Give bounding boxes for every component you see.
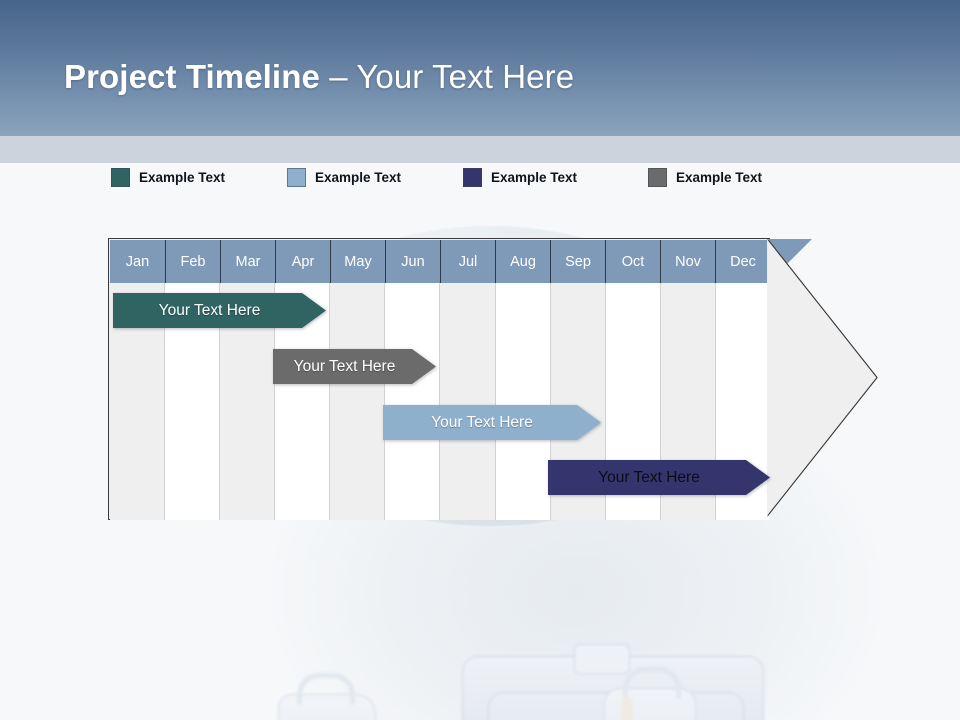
month-header-mar[interactable]: Mar <box>220 240 275 283</box>
task-bar-label: Your Text Here <box>158 301 261 319</box>
task-bar-shape <box>273 349 436 384</box>
legend-item-1[interactable]: Example Text <box>111 168 225 187</box>
legend-item-4[interactable]: Example Text <box>648 168 762 187</box>
task-bar-shape <box>383 405 601 440</box>
month-header-nov[interactable]: Nov <box>660 240 715 283</box>
month-column-jan <box>110 240 165 520</box>
task-bar-label: Your Text Here <box>293 357 396 375</box>
suitcase-latch <box>574 644 630 674</box>
month-column-mar <box>219 240 275 520</box>
month-header-jun[interactable]: Jun <box>385 240 440 283</box>
task-bar-2[interactable]: Your Text Here <box>273 349 436 384</box>
month-header-jul[interactable]: Jul <box>440 240 495 283</box>
legend-label: Example Text <box>676 170 763 185</box>
month-column-jul <box>439 240 495 520</box>
legend-swatch-icon <box>463 168 482 187</box>
bag-right <box>604 667 696 720</box>
legend-label: Example Text <box>315 170 402 185</box>
task-bar-label: Your Text Here <box>431 413 533 431</box>
month-header-oct[interactable]: Oct <box>605 240 660 283</box>
month-header-jan[interactable]: Jan <box>110 240 165 283</box>
month-header-aug[interactable]: Aug <box>495 240 550 283</box>
month-header-apr[interactable]: Apr <box>275 240 330 283</box>
bag-left <box>278 673 376 720</box>
task-bar-shape <box>548 460 770 495</box>
month-header-dec[interactable]: Dec <box>715 240 770 283</box>
page-title: Project Timeline – Your Text Here <box>64 58 574 96</box>
legend-swatch-icon <box>111 168 130 187</box>
legend-item-2[interactable]: Example Text <box>287 168 401 187</box>
month-header-feb[interactable]: Feb <box>165 240 220 283</box>
legend-swatch-icon <box>648 168 667 187</box>
header-accent-band <box>0 136 960 163</box>
chart-arrow-head <box>767 238 878 517</box>
legend-item-3[interactable]: Example Text <box>463 168 577 187</box>
task-bar-3[interactable]: Your Text Here <box>383 405 601 440</box>
legend-swatch-icon <box>287 168 306 187</box>
legend: Example Text Example Text Example Text Exam… <box>0 168 960 196</box>
page-title-light: – Your Text Here <box>319 58 575 95</box>
month-column-aug <box>494 240 550 520</box>
month-header-may[interactable]: May <box>330 240 385 283</box>
legend-label: Example Text <box>491 170 578 185</box>
month-header-sep[interactable]: Sep <box>550 240 605 283</box>
task-bar-4[interactable]: Your Text Here <box>548 460 770 495</box>
task-bar-label: Your Text Here <box>598 468 700 486</box>
page-title-strong: Project Timeline <box>64 58 320 95</box>
task-bar-1[interactable]: Your Text Here <box>113 293 326 328</box>
legend-label: Example Text <box>139 170 226 185</box>
task-bar-shape <box>113 293 326 328</box>
month-column-feb <box>164 240 220 520</box>
header-band: Project Timeline – Your Text Here <box>0 0 960 136</box>
